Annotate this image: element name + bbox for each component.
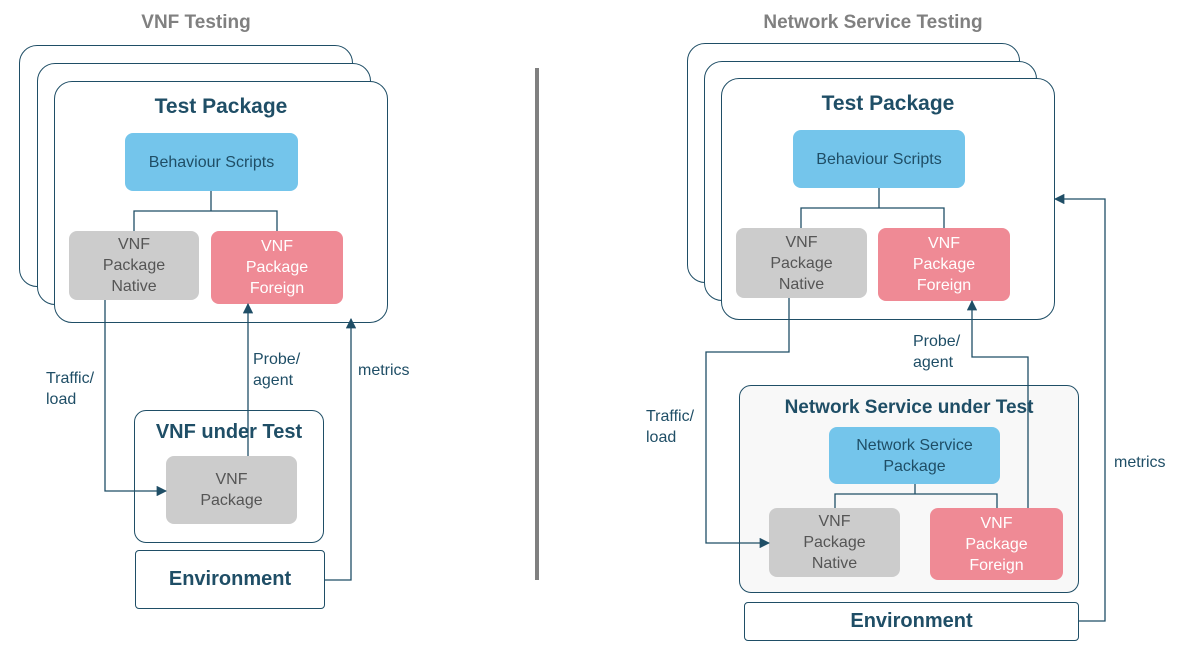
script-tree-connector [133,191,278,231]
traffic-load-label: Traffic/ load [46,370,95,408]
vnf-package-under-test-box: VNF Package [166,456,297,524]
ns-script-tree-connector [800,188,945,228]
ns-under-test-vnf-foreign-box: VNF Package Foreign [930,508,1063,580]
ns-environment-box: Environment [744,602,1079,641]
metrics-arrow [325,317,357,581]
ns-package-tree-connector [834,484,998,508]
network-service-package-box: Network Service Package [829,427,1000,484]
vnf-under-test-title: VNF under Test [155,421,303,443]
probe-agent-label: Probe/ agent [253,351,301,389]
vnf-package-foreign-box: VNF Package Foreign [211,231,343,304]
traffic-load-arrow [104,300,168,497]
environment-box: Environment [135,550,325,609]
ns-under-test-vnf-native-box: VNF Package Native [769,508,900,577]
ns-traffic-load-arrow [705,298,790,549]
vnf-testing-heading: VNF Testing [141,12,251,33]
ns-traffic-load-label: Traffic/ load [646,408,695,446]
ns-probe-agent-label: Probe/ agent [913,333,961,371]
ns-metrics-label: metrics [1114,454,1166,471]
ns-metrics-arrow [1053,193,1106,622]
ns-test-package-title: Test Package [821,92,955,115]
network-service-under-test-title: Network Service under Test [784,397,1034,418]
ns-vnf-package-foreign-box: VNF Package Foreign [878,228,1010,301]
ns-vnf-package-native-box: VNF Package Native [736,228,867,298]
network-service-testing-heading: Network Service Testing [763,12,983,33]
ns-behaviour-scripts-box: Behaviour Scripts [793,130,965,188]
ns-probe-agent-arrow [966,299,1029,508]
behaviour-scripts-box: Behaviour Scripts [125,133,298,191]
test-package-title: Test Package [154,95,288,118]
vnf-package-native-box: VNF Package Native [69,231,199,300]
metrics-label: metrics [358,362,410,379]
section-divider [535,68,539,580]
